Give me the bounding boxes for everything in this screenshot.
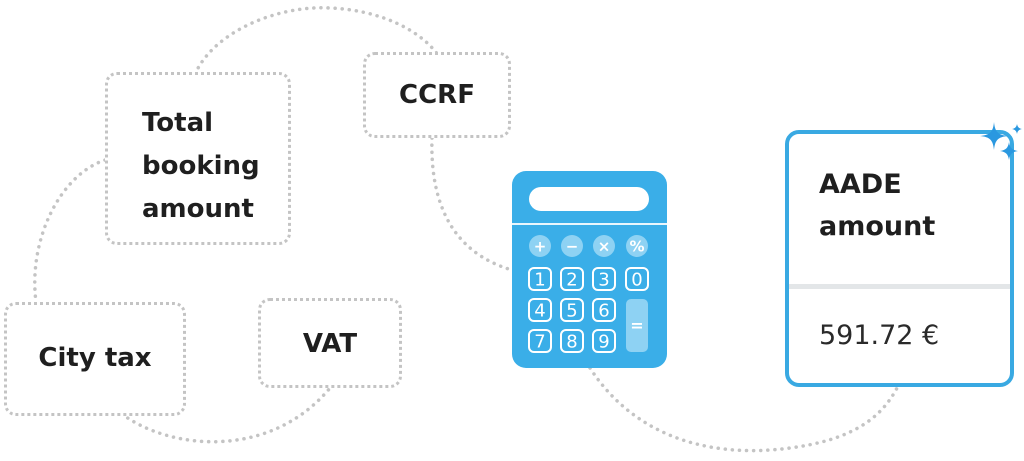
calculator-number-key: 2 xyxy=(560,267,584,291)
svg-text:3: 3 xyxy=(598,270,609,291)
calculator-number-key: 0 xyxy=(625,267,649,291)
vat-label: VAT xyxy=(302,329,358,359)
calculator-number-key: 6 xyxy=(592,298,616,322)
svg-text:0: 0 xyxy=(631,270,642,291)
calculator-operator-key: + xyxy=(529,235,551,257)
connector-calculator-to-result xyxy=(588,366,899,453)
calculator-operator-key: − xyxy=(561,235,583,257)
sparkle-icon xyxy=(980,122,1022,160)
calculator-number-key: 8 xyxy=(560,329,584,353)
ccrf-box: CCRF xyxy=(363,52,511,138)
total-booking-amount-label: Total booking amount xyxy=(142,108,260,224)
svg-text:6: 6 xyxy=(598,301,609,322)
calculator-number-key: 3 xyxy=(592,267,616,291)
connector-city-to-vat xyxy=(120,386,332,444)
svg-text:5: 5 xyxy=(566,301,577,322)
connector-total-to-ccrf xyxy=(193,6,440,76)
aade-amount-value: 591.72 € xyxy=(819,320,940,351)
svg-text:8: 8 xyxy=(566,332,577,353)
calculator-number-key: 1 xyxy=(528,267,552,291)
svg-text:=: = xyxy=(630,316,643,335)
svg-text:9: 9 xyxy=(598,332,609,353)
aade-amount-card: AADE amount 591.72 € xyxy=(785,130,1014,387)
calculator-number-key: 7 xyxy=(528,329,552,353)
svg-text:−: − xyxy=(566,238,579,256)
calculator-display xyxy=(529,187,649,211)
svg-text:7: 7 xyxy=(534,332,545,353)
svg-text:2: 2 xyxy=(566,270,577,291)
aade-amount-divider xyxy=(789,284,1010,289)
svg-text:%: % xyxy=(629,238,644,256)
svg-text:1: 1 xyxy=(534,270,545,291)
calculator-number-key: 5 xyxy=(560,298,584,322)
calculator-display-underline xyxy=(512,223,667,225)
svg-text:+: + xyxy=(534,238,547,256)
svg-text:×: × xyxy=(598,238,611,256)
calculator-number-key: 9 xyxy=(592,329,616,353)
calculator-equals-key: = xyxy=(626,299,648,352)
city-tax-box: City tax xyxy=(4,302,186,416)
connector-total-to-city xyxy=(33,158,107,304)
vat-box: VAT xyxy=(258,298,402,388)
calculator-number-key: 4 xyxy=(528,298,552,322)
calculator-operator-key: × xyxy=(593,235,615,257)
calculator-operator-key: % xyxy=(626,235,648,257)
city-tax-label: City tax xyxy=(38,343,152,373)
connector-ccrf-to-calculator xyxy=(430,136,514,272)
ccrf-label: CCRF xyxy=(399,80,475,110)
total-booking-amount-box: Total booking amount xyxy=(105,72,291,245)
svg-text:4: 4 xyxy=(534,301,545,322)
aade-amount-title: AADE amount xyxy=(819,169,936,242)
